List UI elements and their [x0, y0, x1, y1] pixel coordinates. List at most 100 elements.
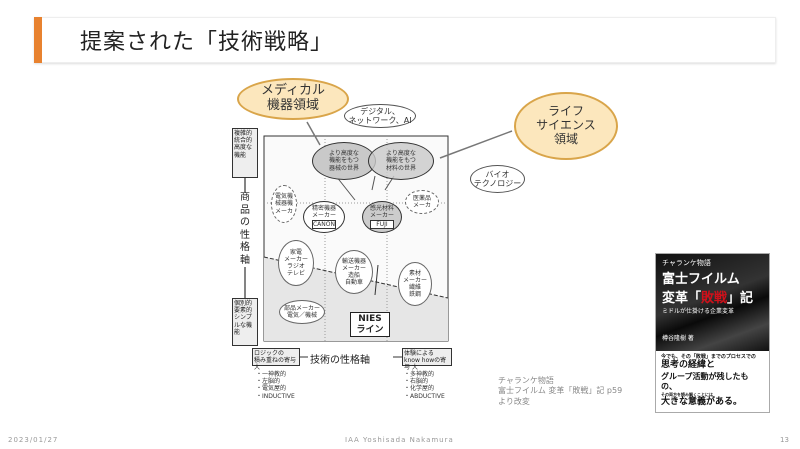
- label-text: know howの寄与 大: [404, 357, 447, 372]
- label-text: 体験による: [404, 350, 434, 357]
- node-text: 部品メーカー: [283, 304, 320, 312]
- callout-digital: デジタル、ネットワーク、AI: [344, 104, 416, 128]
- list-item: ・右脳的: [404, 378, 429, 386]
- y-axis-label: 商品の性格軸: [238, 192, 252, 267]
- node-text: 電気機: [274, 193, 293, 201]
- circle-machine-world: より高度な機能をもつ器械の世界: [312, 142, 376, 180]
- node-text: 材料の世界: [385, 164, 416, 172]
- label-text: 積み重ねの寄与 大: [254, 357, 297, 372]
- node-text: 自動車: [344, 279, 363, 287]
- node-text: 繊維: [408, 284, 421, 291]
- node-text: メーカ: [274, 207, 293, 215]
- node-text: メーカー: [402, 276, 427, 284]
- callout-bio: バイオテクノロジー: [470, 165, 525, 193]
- x-right-list: ・多神教的・右脳的・化学屋的・ABDUCTIVE: [404, 371, 445, 400]
- book-blurb: 今でも、その「敗戦」までのプロセスでの 思考の経緯と グループ活動が残したもの、…: [656, 351, 769, 411]
- callout-text: 領域: [553, 131, 578, 146]
- book-title-part: 敗戦: [701, 291, 728, 306]
- blurb-line: 大きな意義がある。: [661, 396, 743, 407]
- callout-text: デジタル、: [360, 106, 400, 116]
- book-series: チャランケ物語: [662, 259, 711, 267]
- node-text: メーカー: [283, 255, 308, 263]
- list-item: ・電気屋的: [256, 385, 287, 393]
- blurb-line: 思考の経緯と: [661, 360, 716, 371]
- node-text: 感光材料: [369, 205, 394, 213]
- node-text: より高度な: [386, 150, 416, 158]
- label-text: 統合的: [234, 137, 253, 145]
- caption-line: チャランケ物語: [498, 376, 554, 385]
- label-text: ロジックの: [254, 350, 285, 357]
- node-text: メーカー: [341, 264, 366, 272]
- y-top-label: 複雑的統合的高度な機能: [232, 128, 258, 178]
- label-text: 要素的: [234, 307, 253, 315]
- node-text: ラジオ: [287, 263, 305, 270]
- label-text: 複雑的: [234, 130, 253, 137]
- blurb-line: その両方を読み解くことには: [661, 391, 713, 397]
- node-text: より高度な: [329, 150, 359, 158]
- footer-date: 2023/01/27: [8, 436, 59, 444]
- blurb-line: 今でも、その「敗戦」までのプロセスでの: [661, 354, 756, 360]
- node-electric: 電気機械器機メーカ: [271, 185, 297, 223]
- node-text: 素材: [408, 269, 421, 277]
- book-subtitle: ミドルが仕掛ける企業変革: [662, 308, 735, 315]
- book-title-part: 変革「: [662, 291, 702, 306]
- book-title: 富士フイルム: [662, 272, 740, 287]
- node-text: 医薬品: [412, 194, 431, 202]
- caption-line: 富士フイルム 変革「敗戦」記 p59: [498, 386, 623, 396]
- node-text: メーカー: [311, 212, 336, 220]
- node-text: FUJI: [369, 219, 394, 229]
- node-appliance: 家電メーカーラジオテレビ: [278, 240, 314, 286]
- callout-text: ネットワーク、AI: [348, 116, 412, 125]
- callout-text: ライフ: [547, 104, 584, 119]
- list-item: ・多神教的: [404, 371, 435, 378]
- x-axis-label: 技術の性格軸: [310, 355, 370, 366]
- node-text: 機能をもつ: [329, 157, 359, 165]
- node-parts: 部品メーカー電気／機械: [279, 300, 325, 324]
- node-text: 輸送機器: [341, 257, 366, 265]
- node-text: 鉄鋼: [408, 291, 421, 299]
- x-left-label: ロジックの積み重ねの寄与 大: [252, 348, 300, 371]
- slide-title: 提案された「技術戦略」: [80, 30, 334, 55]
- list-item: ・ABDUCTIVE: [404, 392, 445, 400]
- y-bottom-label: 個別的要素的シンプルな機能: [232, 298, 258, 346]
- node-pharma: 医薬品メーカ: [405, 190, 439, 214]
- label-text: 高度な機能: [234, 144, 253, 159]
- title-accent: [34, 17, 42, 63]
- node-text: 器械の世界: [328, 164, 359, 172]
- node-text: 械器機: [274, 200, 293, 208]
- list-item: ・一神教的: [256, 371, 287, 378]
- arrow-medical: [306, 121, 321, 146]
- label-text: シンプルな機能: [234, 314, 253, 336]
- callout-text: テクノロジー: [473, 179, 522, 188]
- node-text: 家電: [289, 248, 302, 256]
- caption-line: より改変: [498, 396, 530, 406]
- footer-author: IAA Yoshisada Nakamura: [345, 436, 454, 444]
- node-text: NIES: [358, 314, 382, 324]
- callout-medical: メディカル機器領域: [237, 78, 349, 120]
- x-left-list: ・一神教的・左脳的・電気屋的・INDUCTIVE: [256, 371, 295, 400]
- node-text: ライン: [356, 324, 384, 335]
- title-bar: [34, 17, 776, 63]
- callout-text: バイオ: [485, 169, 510, 179]
- node-text: メーカ: [412, 202, 431, 209]
- node-text: 電気／機械: [286, 312, 317, 319]
- node-text: メーカー: [369, 212, 394, 220]
- node-text: 精密機器: [311, 205, 336, 213]
- arrow-life: [439, 130, 513, 159]
- blurb-line: グループ活動が残したもの、: [661, 371, 749, 391]
- list-item: ・INDUCTIVE: [256, 392, 295, 400]
- node-text: 造船: [347, 272, 360, 279]
- callout-text: メディカル: [260, 83, 326, 99]
- node-text: 機能をもつ: [386, 157, 416, 165]
- book-title-part: 」記: [727, 291, 754, 306]
- circle-material-world: より高度な機能をもつ材料の世界: [368, 142, 434, 180]
- node-text: CANON: [311, 219, 336, 229]
- callout-life-science: ライフサイエンス領域: [514, 92, 618, 160]
- label-text: 個別的: [234, 300, 253, 307]
- callout-text: 機器領域: [266, 98, 319, 113]
- page-number: 13: [780, 436, 789, 444]
